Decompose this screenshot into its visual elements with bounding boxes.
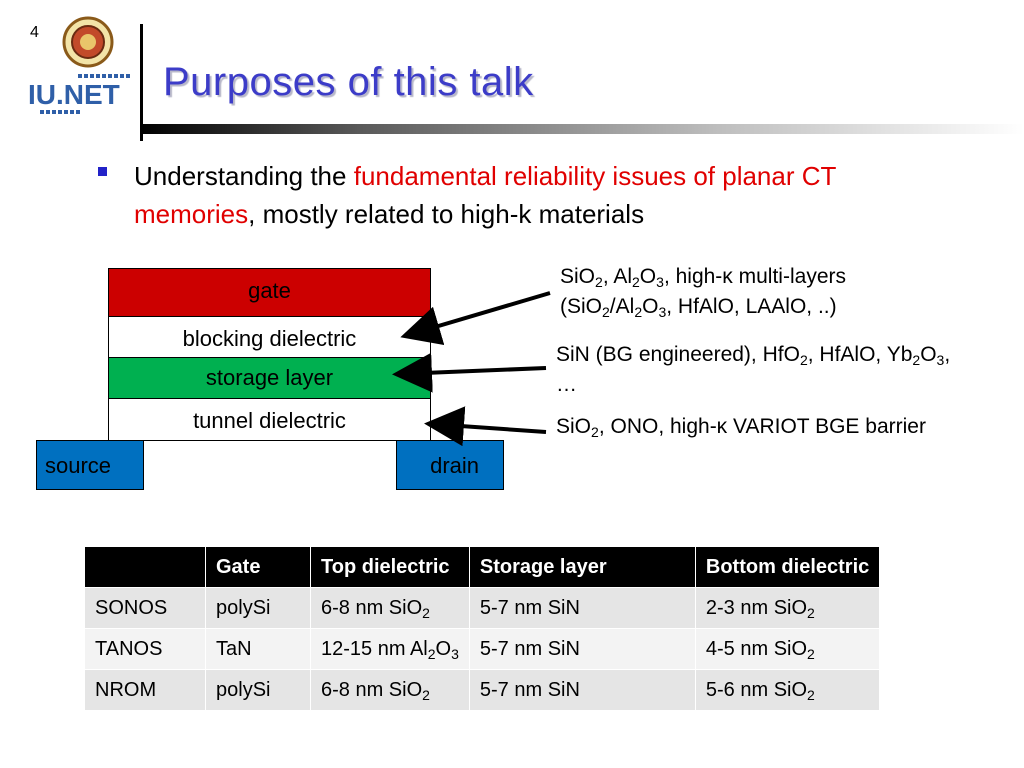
table-cell: 5-7 nm SiN xyxy=(468,587,696,629)
table-header-cell: Gate xyxy=(205,546,311,588)
table-cell: 5-6 nm SiO2 xyxy=(694,669,881,711)
table-cell: 4-5 nm SiO2 xyxy=(694,628,881,670)
bullet-text: Understanding the fundamental reliabilit… xyxy=(134,157,954,233)
table-header-row: Gate Top dielectric Storage layer Bottom… xyxy=(84,546,881,588)
table-cell: SONOS xyxy=(84,587,206,629)
arrow-to-tunnel xyxy=(424,406,547,447)
materials-table: Gate Top dielectric Storage layer Bottom… xyxy=(84,546,881,711)
slide-title: Purposes of this talk xyxy=(163,60,534,104)
title-divider-horizontal xyxy=(140,124,1024,134)
table-cell: TANOS xyxy=(84,628,206,670)
table-cell: 6-8 nm SiO2 xyxy=(310,669,470,711)
note-blocking-line1: SiO2, Al2O3, high-κ multi-layers xyxy=(560,265,846,290)
arrow-to-storage xyxy=(392,352,547,393)
table-cell: 5-7 nm SiN xyxy=(468,669,696,711)
table-cell: polySi xyxy=(205,587,311,629)
table-cell: 6-8 nm SiO2 xyxy=(310,587,470,629)
title-divider-vertical xyxy=(140,24,143,141)
table-row: NROM polySi 6-8 nm SiO2 5-7 nm SiN 5-6 n… xyxy=(84,669,881,711)
bullet-text-highlight: fundamental reliability issues of planar… xyxy=(134,161,836,229)
bullet-text-pre: Understanding the xyxy=(134,161,354,191)
iu-net-logo: IU.NET xyxy=(28,16,130,114)
note-blocking-dielectric: SiO2, Al2O3, high-κ multi-layers (SiO2/Al… xyxy=(560,262,960,322)
table-cell: 12-15 nm Al2O3 xyxy=(310,628,470,670)
table-cell: 2-3 nm SiO2 xyxy=(694,587,881,629)
slide-number: 4 xyxy=(30,24,39,41)
drain-contact: drain xyxy=(396,440,504,490)
table-cell: NROM xyxy=(84,669,206,711)
note-storage-layer: SiN (BG engineered), HfO2, HfAlO, Yb2O3,… xyxy=(556,343,951,396)
table-header-cell: Storage layer xyxy=(468,546,696,588)
layer-tunnel-dielectric: tunnel dielectric xyxy=(108,398,431,441)
layer-gate: gate xyxy=(108,268,431,317)
table-cell: polySi xyxy=(205,669,311,711)
source-contact: source xyxy=(36,440,144,490)
arrow-to-blocking xyxy=(400,291,551,346)
table-header-cell xyxy=(84,546,206,588)
layer-blocking-dielectric: blocking dielectric xyxy=(108,316,431,358)
table-cell: TaN xyxy=(205,628,311,670)
table-header-cell: Bottom dielectric xyxy=(694,546,881,588)
table-header-cell: Top dielectric xyxy=(310,546,470,588)
bullet-square-icon xyxy=(98,167,107,176)
table-cell: 5-7 nm SiN xyxy=(468,628,696,670)
note-tunnel-dielectric: SiO2, ONO, high-κ VARIOT BGE barrier xyxy=(556,415,926,440)
svg-text:IU.NET: IU.NET xyxy=(28,79,120,110)
bullet-text-post: , mostly related to high-k materials xyxy=(248,199,645,229)
table-row: TANOS TaN 12-15 nm Al2O3 5-7 nm SiN 4-5 … xyxy=(84,628,881,670)
note-blocking-line2: (SiO2/Al2O3, HfAlO, LAAlO, ..) xyxy=(560,295,837,320)
table-row: SONOS polySi 6-8 nm SiO2 5-7 nm SiN 2-3 … xyxy=(84,587,881,629)
